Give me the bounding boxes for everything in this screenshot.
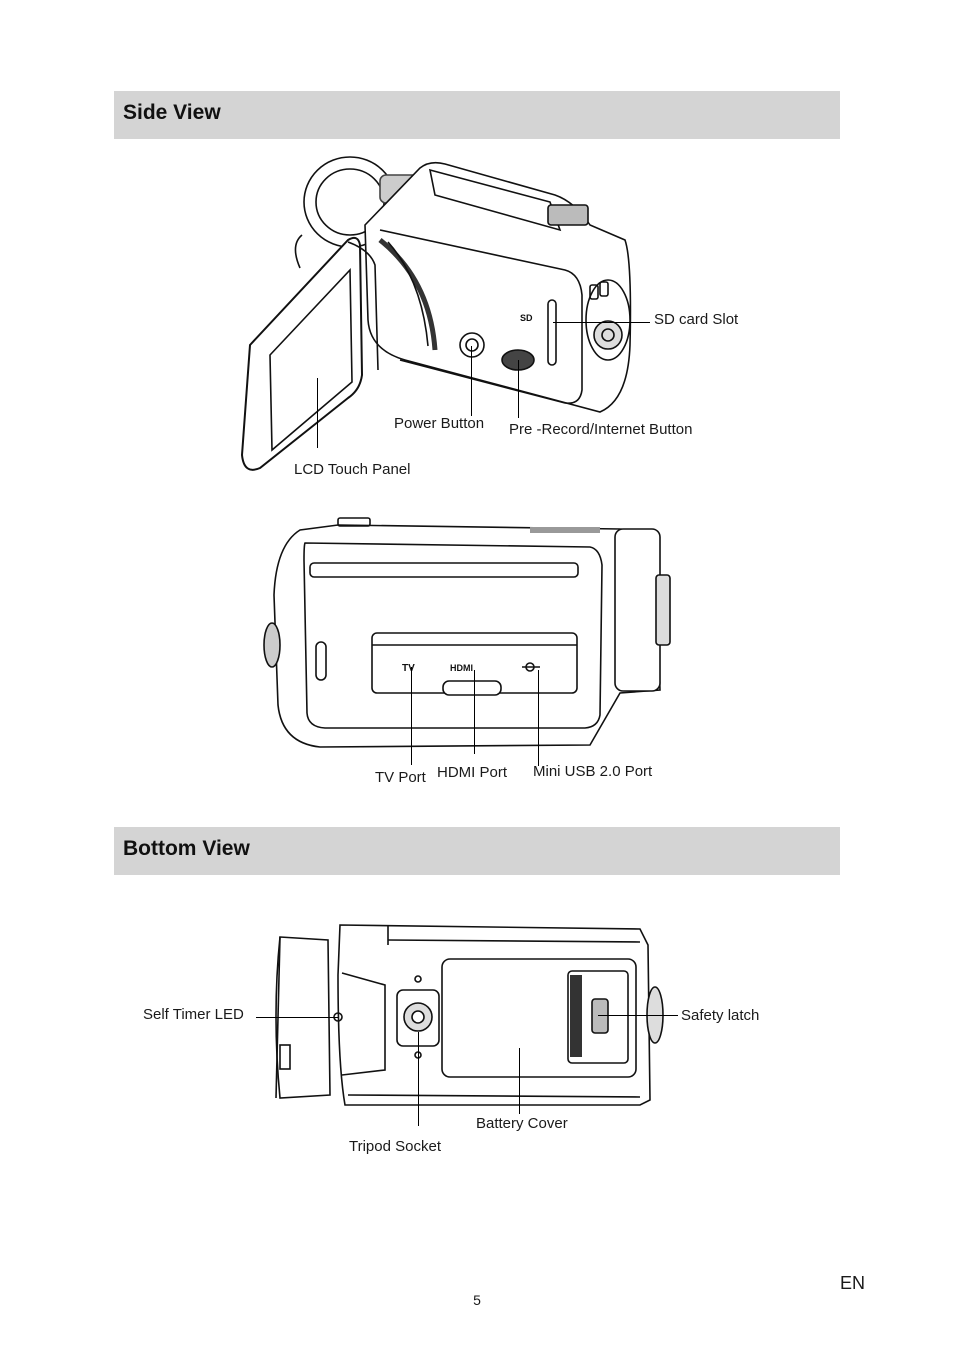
side-view-header: Side View — [114, 91, 840, 139]
leader-line — [317, 378, 318, 448]
bottom-view-header: Bottom View — [114, 827, 840, 875]
leader-line — [518, 360, 519, 418]
leader-line — [553, 322, 650, 323]
label-hdmi-port: HDMI Port — [437, 764, 508, 781]
leader-line — [598, 1015, 678, 1016]
camcorder-ports-illustration: TV HDMI — [263, 517, 671, 748]
side-view-title: Side View — [123, 101, 221, 124]
leader-line — [474, 670, 475, 754]
label-power-button: Power Button — [394, 415, 485, 432]
label-sd-card-slot: SD card Slot — [654, 311, 739, 328]
leader-line — [256, 1017, 338, 1018]
leader-line — [418, 1032, 419, 1126]
label-tripod-socket: Tripod Socket — [349, 1138, 441, 1155]
leader-line — [519, 1048, 520, 1114]
bottom-view-title: Bottom View — [123, 837, 250, 860]
label-battery-cover: Battery Cover — [476, 1115, 568, 1132]
label-mini-usb-port: Mini USB 2.0 Port — [533, 763, 653, 780]
leader-line — [471, 346, 472, 416]
label-tv-port: TV Port — [375, 769, 426, 786]
page-number: 5 — [473, 1292, 481, 1308]
camcorder-open-lcd-illustration: SD — [240, 156, 632, 471]
label-pre-record-internet-button: Pre -Record/Internet Button — [509, 421, 693, 438]
label-self-timer-led: Self Timer LED — [143, 1006, 244, 1023]
label-safety-latch: Safety latch — [681, 1007, 760, 1024]
tv-port-marking: TV — [402, 663, 415, 674]
camcorder-bottom-illustration — [275, 924, 664, 1106]
sd-slot-marking: SD — [520, 313, 533, 323]
label-lcd-touch-panel: LCD Touch Panel — [294, 461, 411, 478]
leader-line — [411, 667, 412, 765]
language-code: EN — [840, 1273, 866, 1293]
leader-line — [538, 670, 539, 766]
hdmi-port-marking: HDMI — [450, 663, 473, 673]
